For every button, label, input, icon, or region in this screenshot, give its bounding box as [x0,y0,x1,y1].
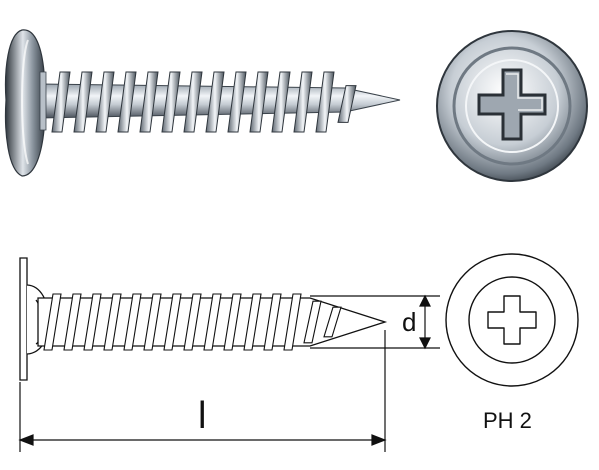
photo-thread-ridge [183,71,203,133]
photo-screw-top [436,30,588,182]
drawing-thread-ridge [283,293,302,351]
photo-thread-ridge [139,71,159,133]
drive-label: PH 2 [483,408,532,433]
drawing-thread-ridge [263,293,282,351]
photo-thread-ridge [271,71,291,133]
photo-thread-ridge [73,71,93,133]
photo-thread-ridge [293,71,313,133]
drawing-threads [43,293,342,351]
photo-thread-ridge [205,71,225,133]
photo-thread-ridge [227,71,247,133]
drawing-thread-ridge [303,300,322,344]
drawing-thread-ridge [103,293,122,351]
drawing-thread-ridge [223,293,242,351]
technical-drawing-top [445,253,579,387]
drawing-thread-ridge [203,293,222,351]
photo-thread-ridge [95,71,115,133]
length-label: l [198,395,206,437]
photo-thread-ridge [315,71,335,133]
drawing-thread-ridge [123,293,142,351]
drawing-thread-ridge [323,306,342,338]
diameter-label: d [402,307,416,337]
phillips-recess [487,295,537,345]
photo-screw-threads [51,71,357,133]
photo-thread-ridge [337,85,357,123]
dimension-l [18,330,387,452]
drawing-thread-ridge [143,293,162,351]
drawing-thread-ridge [83,293,102,351]
photo-thread-ridge [117,71,137,133]
photo-thread-ridge [161,71,181,133]
drawing-thread-ridge [163,293,182,351]
technical-drawing-side [19,257,388,381]
drawing-thread-ridge [63,293,82,351]
dimension-d [310,294,440,350]
photo-screw-side [4,29,401,177]
drawing-thread-ridge [243,293,262,351]
photo-thread-ridge [249,71,269,133]
photo-phillips-recess [477,68,547,141]
drawing-thread-ridge [183,293,202,351]
photo-thread-ridge [51,71,71,133]
drawing-thread-ridge [43,293,62,351]
